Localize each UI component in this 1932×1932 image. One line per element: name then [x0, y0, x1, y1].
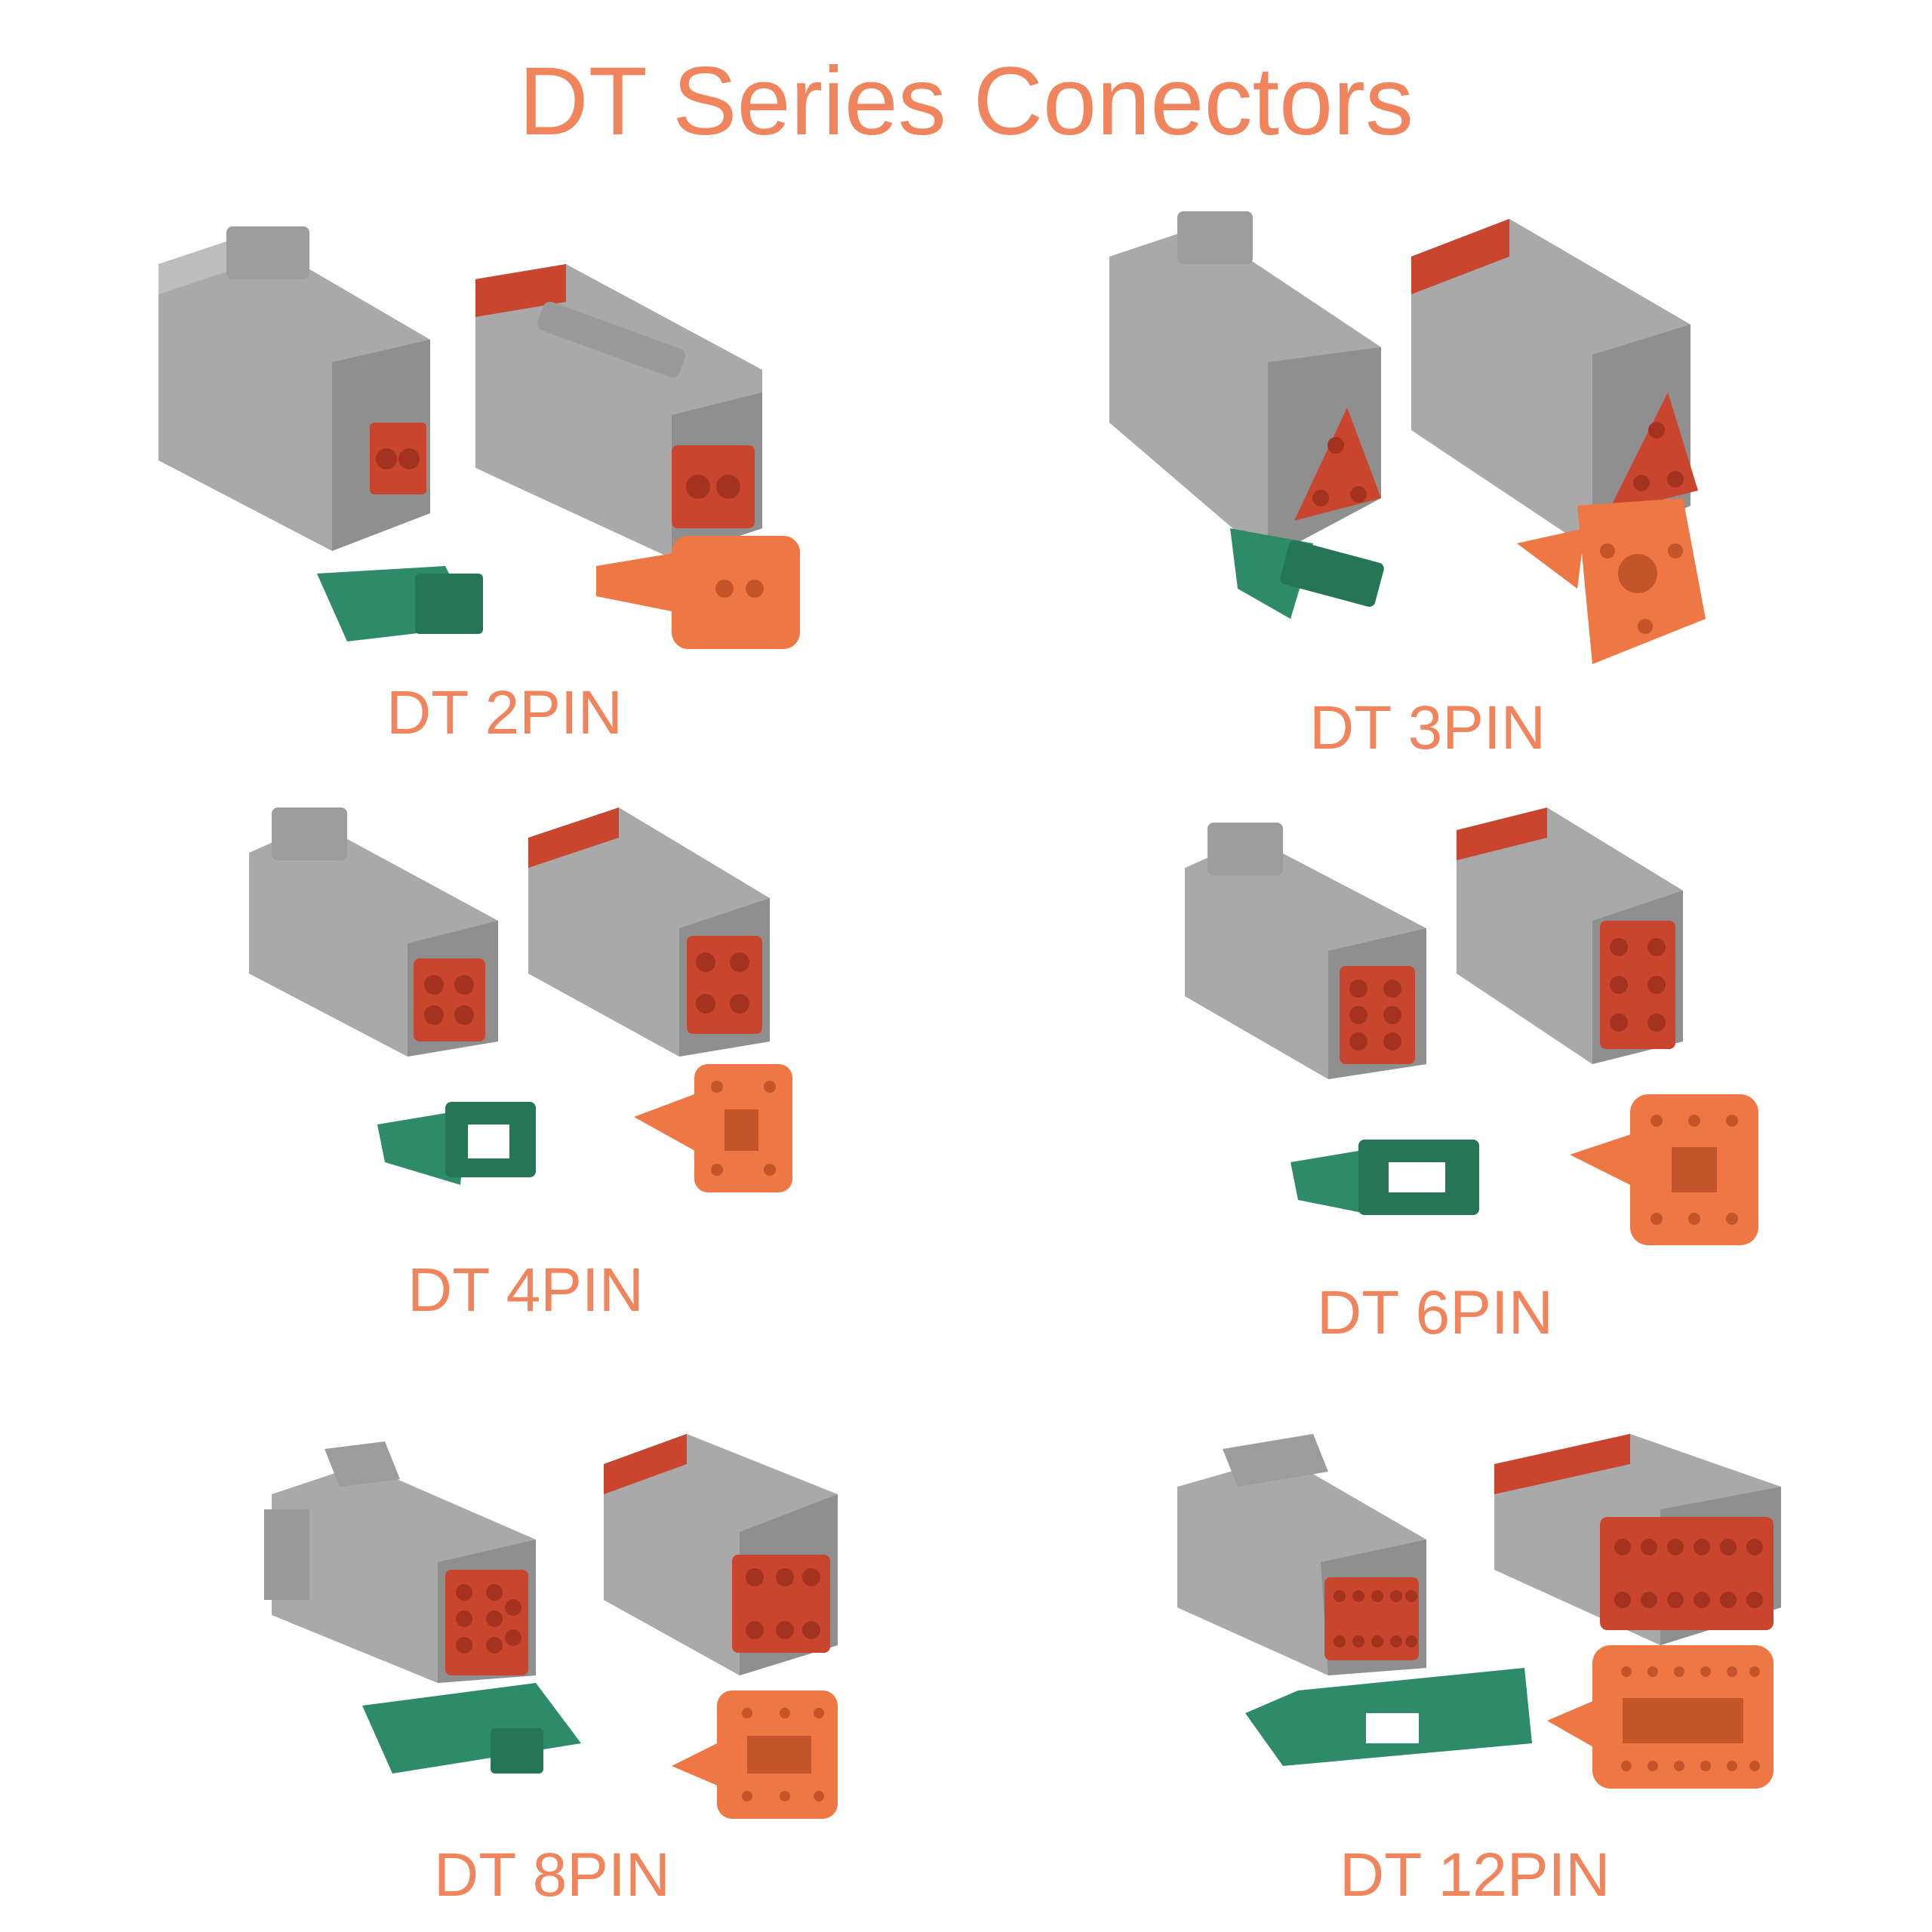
label-8pin: DT 8PIN [434, 1841, 670, 1909]
male-plug-4pin [249, 808, 498, 1057]
male-plug-2pin [158, 226, 430, 551]
connector-set-6pin [1177, 800, 1758, 1260]
female-receptacle-8pin [604, 1434, 838, 1675]
connector-set-3pin [1094, 196, 1721, 694]
orange-wedge-lock-6pin [1570, 1094, 1758, 1245]
connector-set-2pin [143, 219, 823, 709]
connector-set-12pin [1177, 1419, 1781, 1826]
connector-set-8pin [264, 1419, 838, 1826]
female-receptacle-2pin [475, 264, 762, 558]
female-receptacle-6pin [1457, 808, 1683, 1064]
orange-wedge-lock-4pin [634, 1064, 792, 1192]
orange-wedge-lock-8pin [672, 1690, 838, 1819]
male-plug-6pin [1185, 823, 1426, 1079]
female-receptacle-4pin [528, 808, 770, 1057]
connector-set-4pin [242, 792, 792, 1245]
female-receptacle-3pin [1411, 219, 1698, 551]
green-wedge-lock-6pin [1291, 1140, 1479, 1215]
label-12pin: DT 12PIN [1340, 1841, 1611, 1909]
orange-wedge-lock-12pin [1547, 1645, 1774, 1789]
orange-wedge-lock-3pin [1517, 498, 1706, 664]
green-wedge-lock-8pin [362, 1683, 581, 1774]
green-wedge-lock-2pin [317, 566, 483, 641]
green-wedge-lock-3pin [1230, 528, 1384, 619]
orange-wedge-lock-2pin [596, 536, 800, 649]
male-plug-3pin [1109, 211, 1381, 558]
green-wedge-lock-4pin [377, 1102, 536, 1185]
green-wedge-lock-12pin [1245, 1668, 1532, 1766]
page-title: DT Series Conectors [518, 48, 1414, 155]
label-4pin: DT 4PIN [408, 1256, 644, 1324]
label-6pin: DT 6PIN [1317, 1278, 1553, 1347]
male-plug-8pin [264, 1441, 536, 1683]
female-receptacle-12pin [1494, 1434, 1781, 1645]
male-plug-12pin [1177, 1434, 1426, 1675]
label-2pin: DT 2PIN [386, 678, 623, 747]
label-3pin: DT 3PIN [1309, 694, 1546, 762]
